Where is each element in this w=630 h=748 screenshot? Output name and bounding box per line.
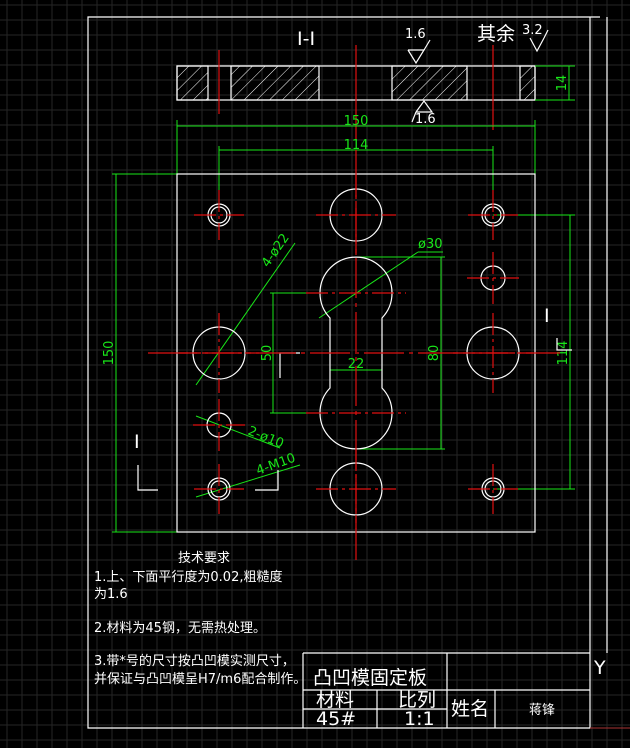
scale-value: 1:1: [404, 708, 435, 730]
svg-text:1.6: 1.6: [415, 112, 436, 127]
name-value: 蒋锋: [529, 703, 555, 718]
dim-width-total: 150: [344, 114, 369, 129]
dim-pin-holes: 2-ø10: [246, 424, 286, 452]
section-title: I-I: [297, 28, 315, 50]
section-mark-left: I: [134, 431, 140, 453]
tech-title: 技术要求: [178, 551, 230, 566]
plan-view: [148, 150, 560, 560]
technical-requirements: 技术要求 1.上、下面平行度为0.02,粗糙度 为1.6 2.材料为45钢，无需…: [94, 551, 306, 687]
svg-text:1.6: 1.6: [405, 27, 426, 42]
axis-label-y: Y: [593, 657, 606, 679]
tech-line: 为1.6: [94, 587, 128, 602]
section-view: I-I 1.6 1.6 其余 3.2 14: [176, 23, 575, 140]
slot-outline: [319, 256, 393, 450]
title-block: 凸凹模固定板 材料 45# 比列 1:1 姓名 蒋锋: [302, 652, 590, 730]
svg-text:3.2: 3.2: [522, 23, 543, 38]
roughness-other-symbol: 其余 3.2: [477, 23, 549, 53]
name-label: 姓名: [451, 698, 489, 720]
tech-line: 并保证与凸凹模呈H7/m6配合制作。: [94, 672, 306, 687]
dim-slot-dia: ø30: [418, 237, 443, 252]
drawing-frame: [87, 16, 630, 729]
dim-thickness: 14: [555, 75, 570, 92]
scale-label: 比列: [398, 689, 436, 711]
section-mark-right: I: [544, 305, 550, 327]
roughness-top-symbol: 1.6: [405, 27, 431, 65]
dim-large-holes: 4-ø22: [259, 231, 293, 270]
svg-text:其余: 其余: [477, 23, 515, 45]
material-value: 45#: [316, 708, 356, 730]
dim-height-total: 150: [102, 341, 117, 366]
part-name: 凸凹模固定板: [313, 667, 427, 689]
section-marks: I I: [134, 305, 572, 491]
material-label: 材料: [316, 689, 354, 711]
dim-hole-spacing-x: 114: [344, 138, 369, 153]
dim-slot-width: 22: [348, 357, 365, 372]
tech-line: 1.上、下面平行度为0.02,粗糙度: [94, 569, 282, 585]
dim-hole-spacing-y: 114: [556, 341, 571, 366]
roughness-bottom-symbol: 1.6: [411, 99, 436, 127]
tech-line: 3.带*号的尺寸按凸凹模实测尺寸，: [94, 653, 295, 669]
tech-line: 2.材料为45钢，无需热处理。: [94, 621, 266, 636]
